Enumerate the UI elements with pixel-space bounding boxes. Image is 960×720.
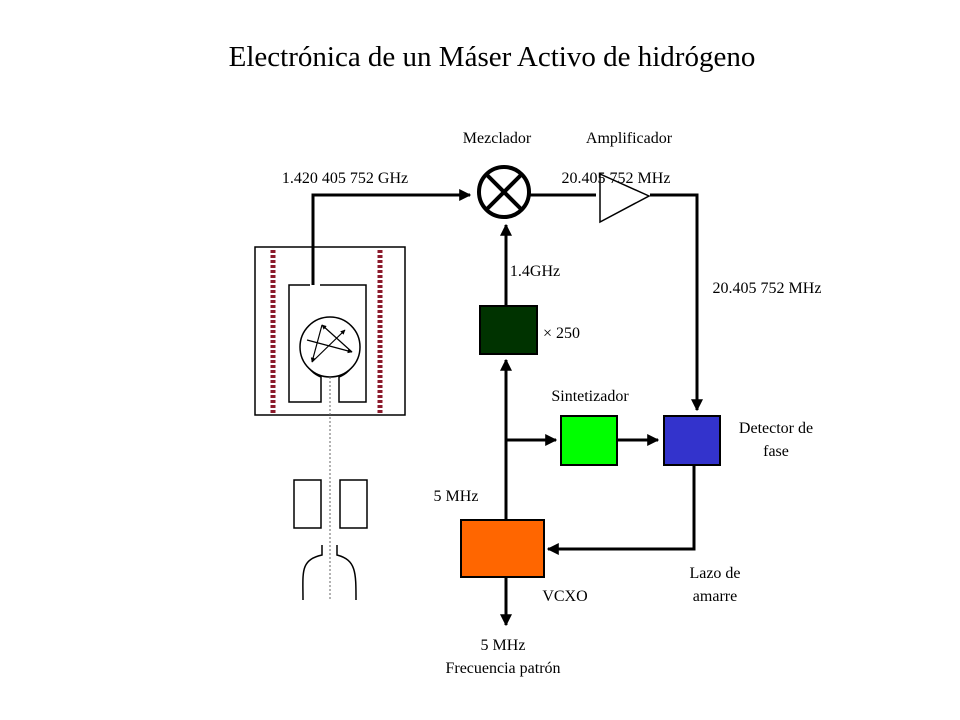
- synthesizer-block: [560, 415, 618, 466]
- synthesizer-label: Sintetizador: [551, 388, 629, 405]
- output-frequency-label: 5 MHz: [481, 637, 526, 654]
- diagram-title: Electrónica de un Máser Activo de hidróg…: [229, 41, 756, 73]
- wire-control-loop: [546, 465, 696, 555]
- input-frequency-label: 1.420 405 752 GHz: [282, 170, 408, 187]
- storage-bulb: [299, 316, 361, 378]
- multiplier-factor-label: × 250: [543, 325, 580, 342]
- output-description-label: Frecuencia patrón: [445, 660, 560, 677]
- wire-amplifier-to-phase-detector: [650, 193, 703, 412]
- lo-frequency-label: 1.4GHz: [510, 263, 560, 280]
- state-selector-magnet-left: [293, 479, 322, 529]
- state-selector-magnet-right: [339, 479, 368, 529]
- phase-detector-label-line2: fase: [763, 443, 789, 460]
- wire-cavity-to-mixer: [311, 189, 472, 285]
- vcxo-block: [460, 519, 545, 578]
- amplifier-symbol: [599, 172, 651, 224]
- maser-cavity-assembly: [254, 246, 406, 601]
- phase-detector-label-line1: Detector de: [739, 420, 813, 437]
- if-frequency-label-top: 20.405 752 MHz: [562, 170, 671, 187]
- mixer-label: Mezclador: [463, 130, 532, 147]
- vcxo-label: VCXO: [542, 588, 587, 605]
- amplifier-label: Amplificador: [586, 130, 673, 147]
- mixer-symbol: [477, 165, 531, 219]
- loop-label-line2: amarre: [693, 588, 737, 605]
- atom-trajectory-arrows: [306, 324, 353, 363]
- loop-label-line1: Lazo de: [689, 565, 740, 582]
- phase-detector-block: [663, 415, 721, 466]
- if-frequency-label-side: 20.405 752 MHz: [713, 280, 822, 297]
- multiplier-block: [479, 305, 538, 355]
- reference-frequency-label: 5 MHz: [434, 488, 479, 505]
- hydrogen-source: [302, 545, 357, 601]
